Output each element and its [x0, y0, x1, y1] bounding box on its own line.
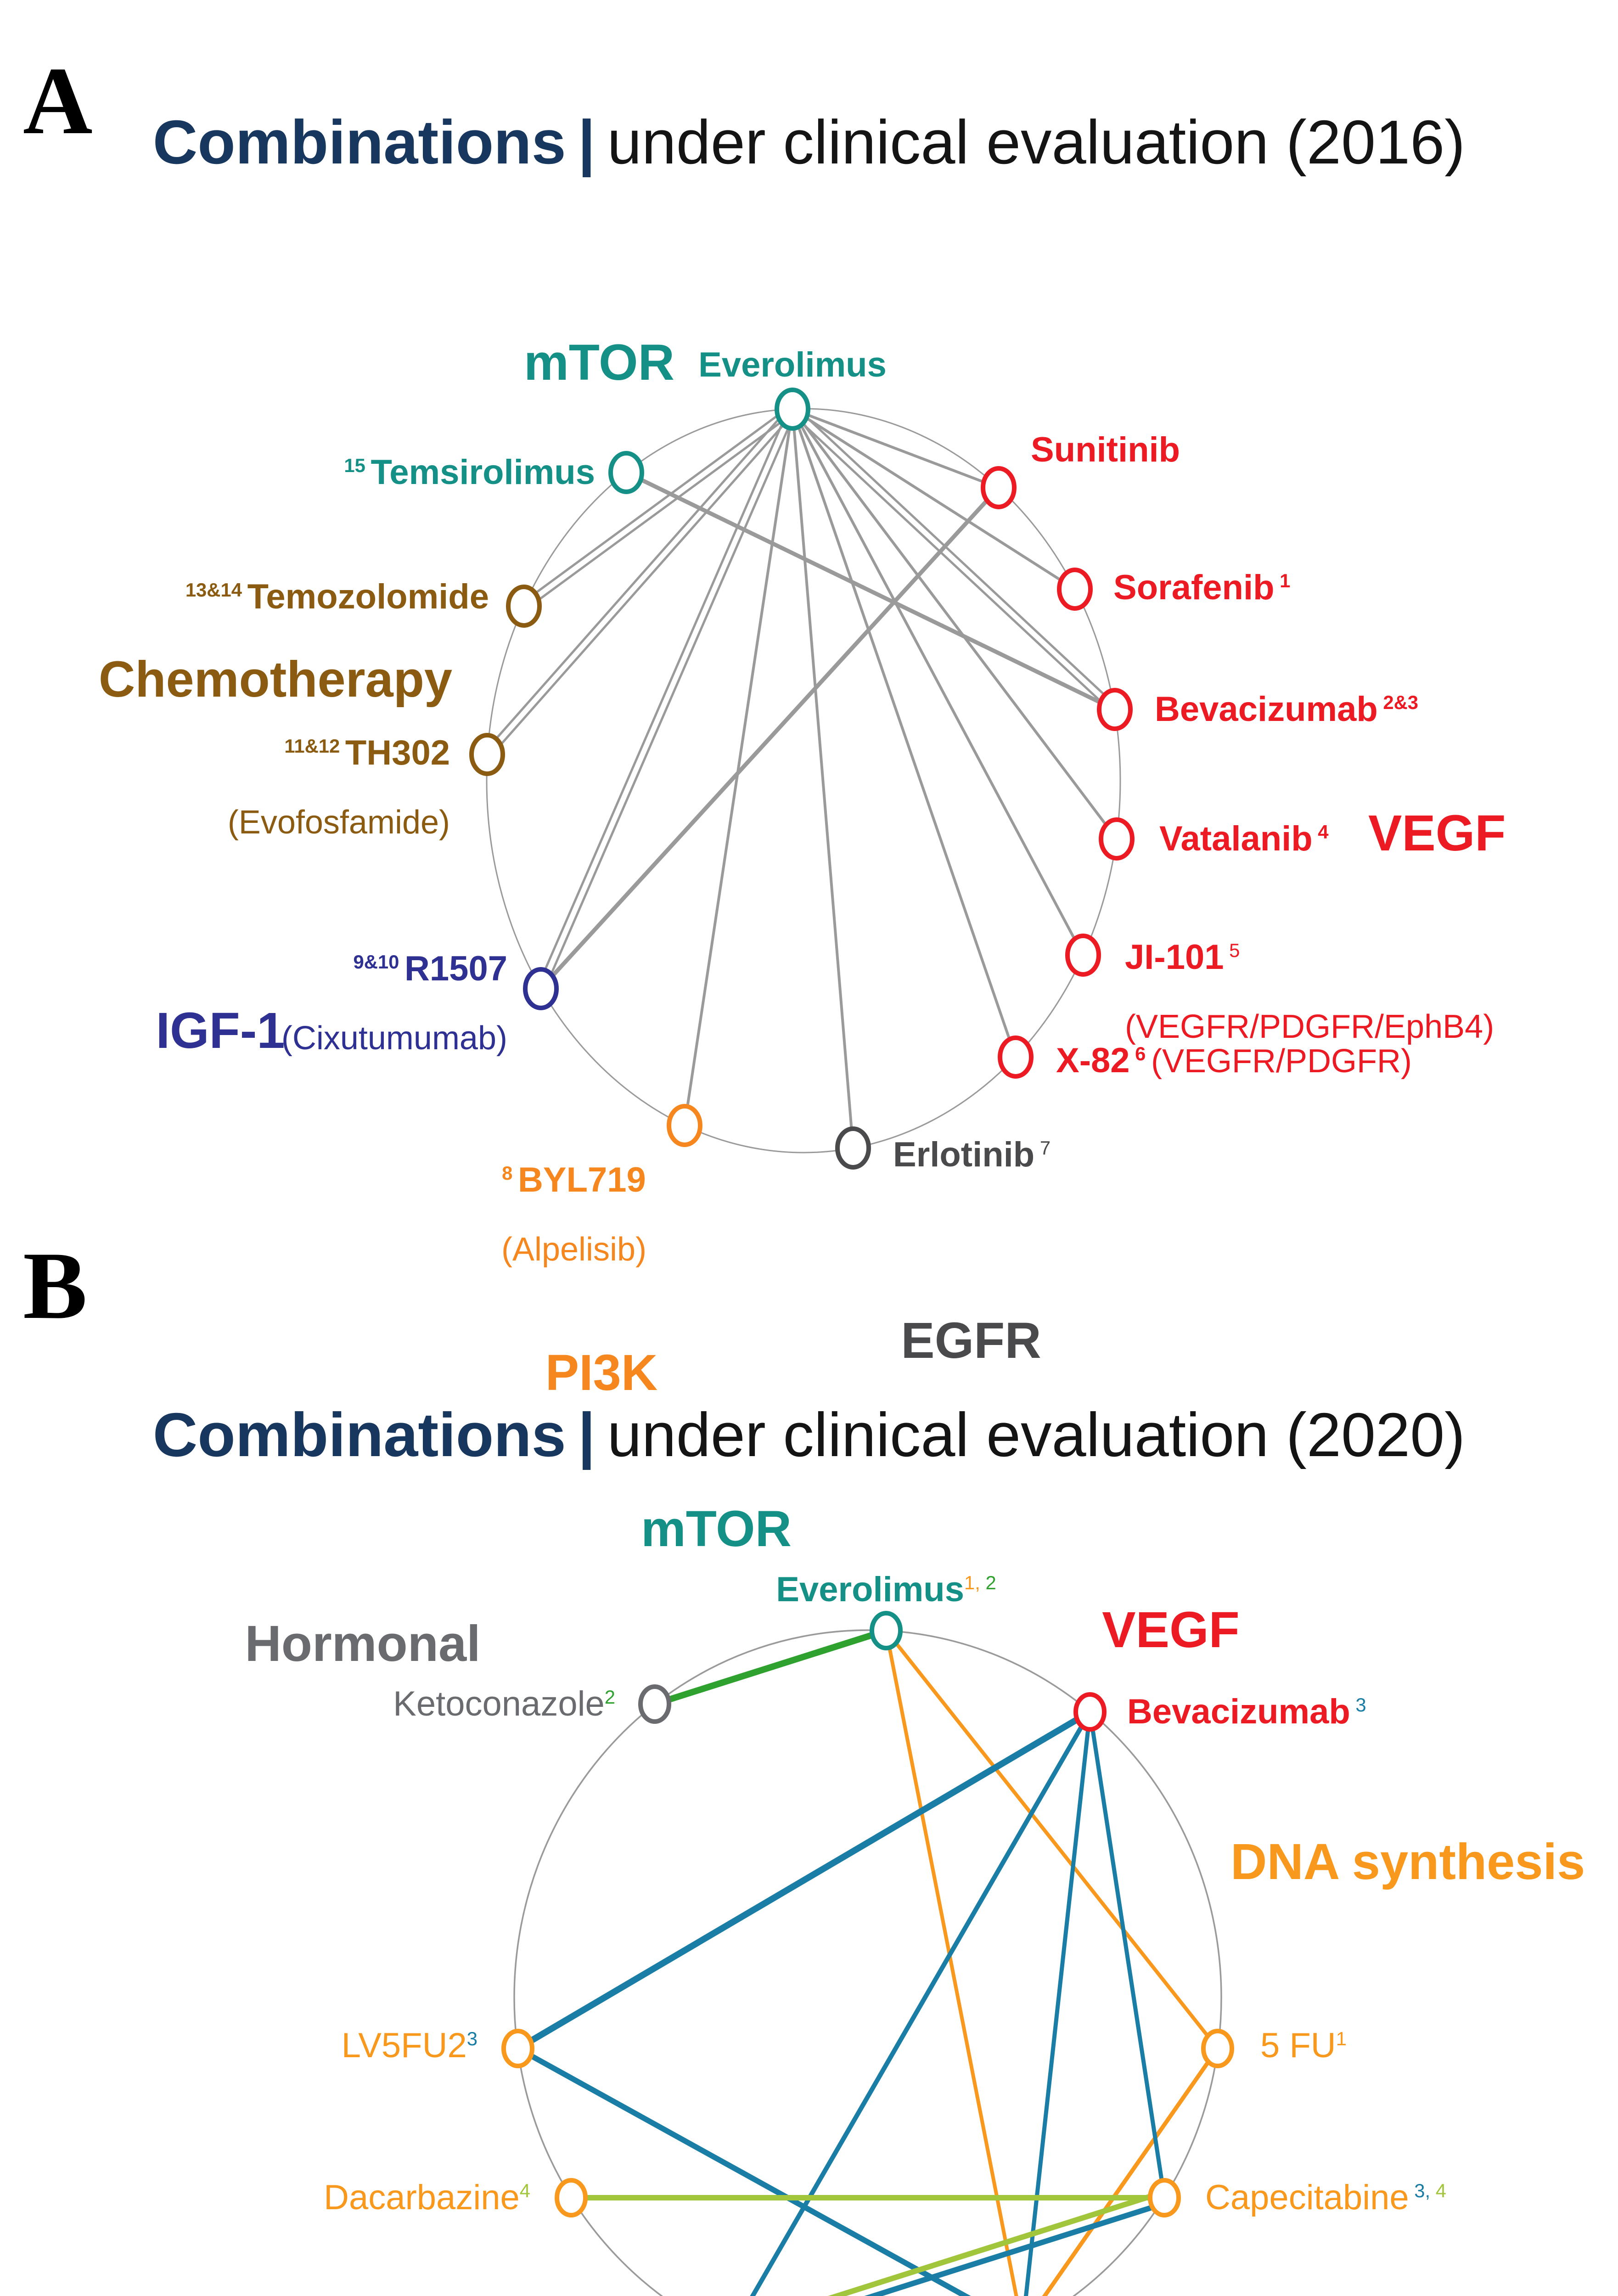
edge-bev-strep-2020	[1024, 1710, 1092, 2296]
label-fu-2020: 5 FU1	[1260, 2026, 1347, 2065]
edge-ev-th-2016	[483, 405, 791, 754]
panel-b-title-separator: |	[578, 1400, 596, 1469]
node-byl-2016	[667, 1104, 702, 1147]
edge-fu-strep-2020	[1042, 2046, 1220, 2296]
edge-ev-tmz-2016	[525, 411, 796, 610]
group-label-egfr-2016: EGFR	[901, 1312, 1041, 1369]
panel-b-title: Combinations|under clinical evaluation (…	[0, 1398, 1618, 1472]
label-ev-2016: Everolimus	[698, 345, 887, 384]
edge-lv-strep-2020	[515, 2046, 971, 2296]
panel-a-title: Combinations|under clinical evaluation (…	[0, 106, 1618, 179]
node-fu-2020	[1201, 2029, 1234, 2068]
group-label-mtor-2016: mTOR	[523, 334, 675, 391]
node-sun-2016	[981, 466, 1017, 509]
edge-ev-ji-2016	[791, 408, 1084, 957]
panel-b-title-highlight: Combinations	[152, 1400, 566, 1469]
panel-a-title-separator: |	[578, 107, 596, 177]
label-keto-2020: Ketoconazole2	[393, 1684, 615, 1723]
edge-ev-x82-2016	[791, 408, 1017, 1058]
label-r15-2016: 9&10 R1507(Cixutumumab)	[281, 949, 507, 1057]
node-bev-2020	[1073, 1692, 1107, 1732]
edge-ev-sor-2016	[791, 408, 1076, 591]
label-tmz-2016: 13&14 Temozolomide	[185, 577, 489, 616]
edge-keto-ev-2020	[652, 1627, 889, 1707]
label-x82-2016: X-82 6 (VEGFR/PDGFR)	[1056, 1041, 1412, 1080]
group-label-hormonal-2020: Hormonal	[245, 1615, 481, 1672]
edge-ev-bev-2016	[793, 405, 1118, 708]
label-vat-2016: Vatalanib 4	[1159, 819, 1329, 858]
label-tems-2016: 15 Temsirolimus	[344, 453, 595, 492]
label-dac-2020: Dacarbazine4	[324, 2178, 530, 2217]
edge-sun-r15-2016	[539, 485, 1001, 991]
node-r15-2016	[523, 967, 559, 1010]
node-tmz-2016	[506, 585, 542, 628]
panel-b-title-rest: under clinical evaluation (2020)	[607, 1400, 1466, 1469]
label-ev-2020: Everolimus1, 2	[776, 1570, 996, 1609]
node-tems-2016	[608, 451, 644, 494]
edge-ev-th-2016	[489, 410, 797, 758]
label-cape-2020: Capecitabine 3, 4	[1205, 2178, 1446, 2217]
panel-a-letter: A	[23, 48, 93, 154]
panel-a-title-rest: under clinical evaluation (2016)	[607, 107, 1466, 177]
node-vat-2016	[1099, 817, 1135, 861]
panel-a-title-highlight: Combinations	[152, 107, 566, 177]
group-label-igf1-2016: IGF-1	[156, 1002, 285, 1059]
edge-ev-byl-2016	[683, 408, 794, 1127]
label-byl-2016: 8 BYL719(Alpelisib)	[501, 1160, 647, 1268]
edge-ev-strep-2020	[884, 1629, 1018, 2296]
label-erl-2016: Erlotinib 7	[893, 1135, 1051, 1174]
label-bev-2020: Bevacizumab 3	[1127, 1692, 1366, 1731]
edge-ev-vat-2016	[791, 408, 1118, 840]
edge-tmz-cape-2020	[864, 2200, 1169, 2296]
circle-outline-2020	[513, 1629, 1222, 2296]
node-ev-2020	[870, 1611, 903, 1650]
node-keto-2020	[638, 1684, 671, 1724]
node-ji-2016	[1065, 934, 1101, 977]
edge-ev-fu-2020	[884, 1629, 1219, 2050]
label-sor-2016: Sorafenib 1	[1113, 568, 1291, 607]
edge-ev-bev-2016	[789, 411, 1114, 714]
edge-ev-r15-2016	[543, 409, 797, 991]
edge-bev-lv-2020	[515, 1709, 1093, 2052]
edge-ev-r15-2016	[536, 406, 791, 989]
group-label-chemo-2016: Chemotherapy	[98, 651, 453, 708]
panel-b-letter: B	[23, 1232, 88, 1339]
node-sor-2016	[1057, 568, 1093, 611]
label-ji-2016: JI-101 5(VEGFR/PDGFR/EphB4)	[1125, 938, 1494, 1045]
edge-tems-bev-2016	[624, 470, 1117, 712]
group-label-vegf-2016: VEGF	[1368, 805, 1506, 861]
edge-tmz-cape-2020	[828, 2189, 1166, 2296]
node-x82-2016	[998, 1035, 1034, 1079]
node-erl-2016	[835, 1126, 871, 1170]
label-bev-2016: Bevacizumab 2&3	[1155, 690, 1419, 729]
node-bev-2016	[1097, 688, 1133, 731]
label-th-2016: 11&12 TH302(Evofosfamide)	[227, 733, 450, 841]
edge-ev-erl-2016	[791, 408, 854, 1149]
node-ev-2016	[775, 388, 810, 431]
edge-bev-cape-2020	[1088, 1710, 1167, 2200]
group-label-vegf-2020: VEGF	[1102, 1602, 1240, 1658]
node-cape-2020	[1148, 2178, 1181, 2217]
group-label-dna-2020: DNA synthesis	[1230, 1834, 1585, 1890]
label-sun-2016: Sunitinib	[1031, 430, 1180, 469]
node-lv-2020	[501, 2029, 534, 2068]
node-dac-2020	[555, 2178, 588, 2217]
node-th-2016	[469, 733, 505, 776]
label-lv-2020: LV5FU23	[341, 2026, 478, 2065]
group-label-mtor-2020: mTOR	[640, 1501, 792, 1557]
group-label-pi3k-2016: PI3K	[545, 1345, 658, 1401]
edge-bev-tmz-2020	[750, 1710, 1092, 2296]
edge-ev-tmz-2016	[520, 405, 792, 605]
edge-ev-sun-2016	[791, 408, 1000, 489]
